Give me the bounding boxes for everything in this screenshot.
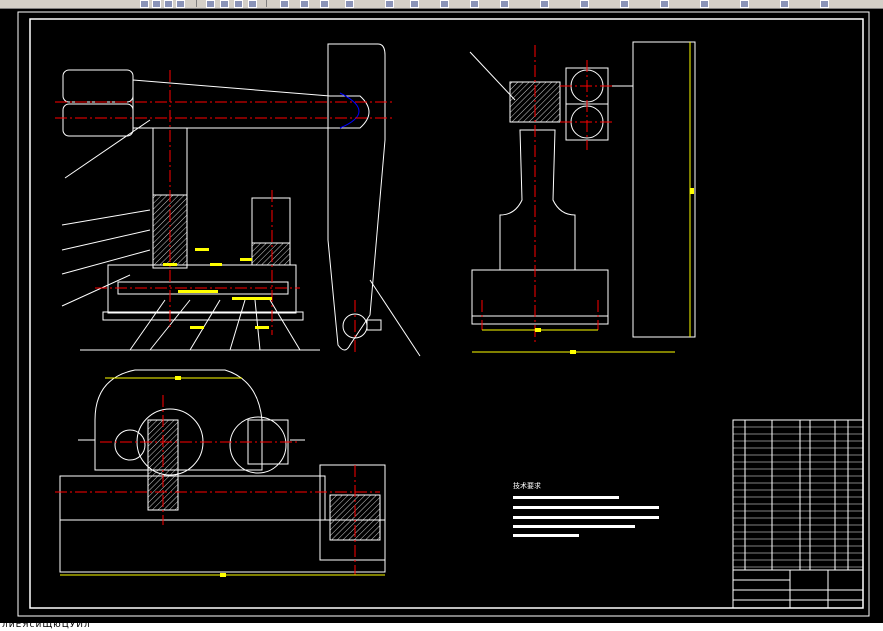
toolbar-button[interactable] <box>385 0 394 8</box>
front-view <box>61 43 421 357</box>
toolbar-button[interactable] <box>440 0 449 8</box>
parts-list-rows <box>733 426 863 568</box>
layer-icon[interactable] <box>140 0 149 8</box>
top-view <box>59 369 386 573</box>
toolbar-button[interactable] <box>470 0 479 8</box>
undo-icon[interactable] <box>220 0 229 8</box>
toolbar-button[interactable] <box>580 0 589 8</box>
toolbar-button[interactable] <box>780 0 789 8</box>
status-bar: лиЕЯсиЩюЦУИл <box>0 620 883 631</box>
paste-icon[interactable] <box>206 0 215 8</box>
title-block <box>732 569 864 609</box>
side-centerlines <box>481 45 615 345</box>
help-icon[interactable] <box>345 0 354 8</box>
side-dim-markers <box>535 188 694 354</box>
inner-border <box>29 18 864 609</box>
front-dimensions <box>163 248 272 329</box>
drawing-canvas[interactable]: 技术要求 <box>0 8 883 623</box>
toolbar-button[interactable] <box>700 0 709 8</box>
top-dim-markers <box>175 376 226 577</box>
toolbar-button[interactable] <box>740 0 749 8</box>
save-icon[interactable] <box>152 0 161 8</box>
front-centerlines <box>55 70 395 355</box>
toolbar-button[interactable] <box>540 0 549 8</box>
toolbar-button[interactable] <box>620 0 629 8</box>
match-icon[interactable] <box>320 0 329 8</box>
status-text: лиЕЯсиЩюЦУИл <box>2 620 91 630</box>
print-icon[interactable] <box>164 0 173 8</box>
toolbar-button[interactable] <box>500 0 509 8</box>
toolbar-button[interactable] <box>660 0 669 8</box>
zoom-icon[interactable] <box>248 0 257 8</box>
cad-toolbar <box>0 0 883 9</box>
parts-list-table <box>732 419 864 571</box>
properties-icon[interactable] <box>300 0 309 8</box>
copy-icon[interactable] <box>176 0 185 8</box>
top-centerlines <box>55 395 380 575</box>
outer-border <box>17 11 870 617</box>
redo-icon[interactable] <box>234 0 243 8</box>
tech-req-title: 技术要求 <box>513 481 541 490</box>
pan-icon[interactable] <box>280 0 289 8</box>
tech-requirements: 技术要求 <box>513 481 659 537</box>
toolbar-button[interactable] <box>820 0 829 8</box>
toolbar-button[interactable] <box>410 0 419 8</box>
